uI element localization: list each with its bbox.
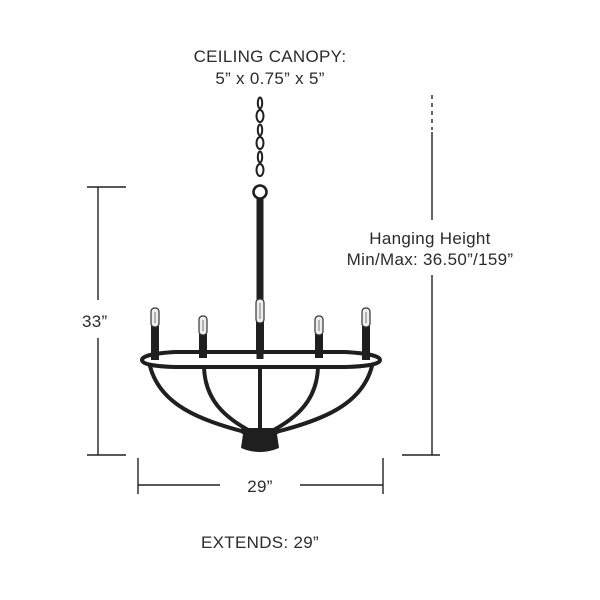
bulb-3 — [255, 298, 265, 324]
height-dimension-label: 33” — [82, 312, 108, 331]
loop-ring — [252, 184, 268, 200]
hanging-height-value: Min/Max: 36.50”/159” — [346, 250, 514, 269]
canopy-title: CEILING CANOPY: — [193, 47, 347, 66]
candle-sockets — [151, 322, 370, 360]
bottom-hub-top — [241, 428, 279, 434]
chain — [252, 96, 268, 200]
socket-2 — [199, 334, 207, 358]
width-dimension-label: 29” — [247, 477, 273, 496]
cage-arms — [148, 364, 374, 434]
bulbs — [150, 298, 371, 336]
bulb-2 — [198, 315, 208, 336]
bottom-hub — [241, 434, 279, 452]
bulb-5 — [361, 307, 371, 328]
socket-4 — [315, 334, 323, 358]
socket-5 — [362, 326, 370, 360]
canopy-size: 5” x 0.75” x 5” — [215, 69, 325, 88]
extends-label: EXTENDS: 29” — [201, 533, 319, 552]
socket-1 — [151, 326, 159, 360]
bulb-4 — [314, 315, 324, 336]
center-stem — [256, 199, 264, 359]
bulb-1 — [150, 307, 160, 328]
hanging-height-title: Hanging Height — [369, 229, 491, 248]
socket-3 — [256, 322, 264, 354]
